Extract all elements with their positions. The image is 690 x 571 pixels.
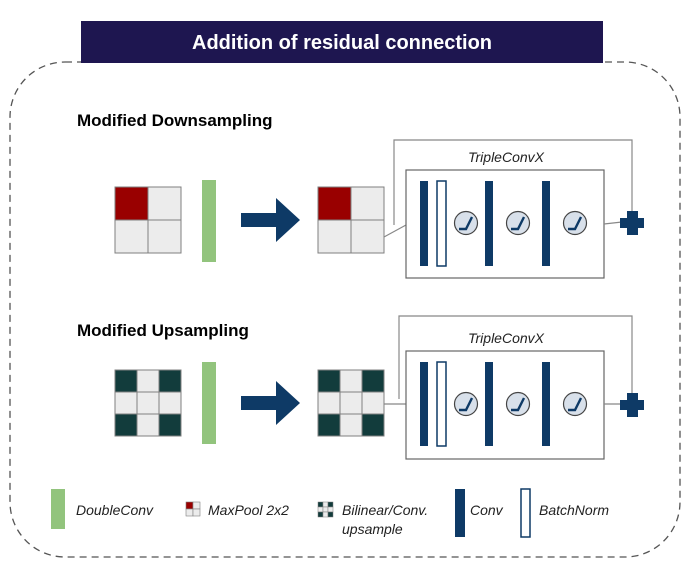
activation-icon [505, 391, 531, 417]
header-bg [81, 21, 603, 63]
down-input-maxpool-grid [114, 186, 182, 254]
down-residual-connection [393, 139, 633, 225]
up-output-upsample-grid [317, 369, 385, 437]
arrow-right-icon [241, 198, 300, 242]
legend-upsample-swatch [317, 501, 334, 518]
activation-icon [562, 210, 588, 236]
up-residual-connection [398, 315, 633, 399]
legend-conv-label: Conv [470, 502, 504, 518]
activation-icon [453, 210, 479, 236]
legend-doubleconv-label: DoubleConv [76, 502, 154, 518]
up-block-label: TripleConvX [468, 330, 545, 346]
plus-icon [620, 211, 644, 235]
down-doubleconv-bar [202, 180, 216, 262]
legend-upsample-label-line2: upsample [342, 521, 403, 537]
batchnorm-bar [436, 361, 447, 447]
legend-maxpool-swatch [185, 501, 201, 517]
activation-icon [505, 210, 531, 236]
legend-conv-swatch [455, 489, 465, 537]
down-output-maxpool-grid [317, 186, 385, 254]
batchnorm-bar [436, 180, 447, 267]
section-title-up: Modified Upsampling [77, 321, 249, 340]
legend: DoubleConv MaxPool 2x2 Bilinear/Conv. up… [51, 488, 609, 538]
section-title-down: Modified Downsampling [77, 111, 273, 130]
activation-icon [562, 391, 588, 417]
outer-dashed-frame [9, 61, 681, 558]
down-output-line [603, 221, 623, 225]
legend-maxpool-label: MaxPool 2x2 [208, 502, 289, 518]
conv-bar [420, 181, 428, 266]
up-doubleconv-bar [202, 362, 216, 444]
plus-icon [620, 393, 644, 417]
up-input-upsample-grid [114, 369, 182, 437]
conv-bar [542, 362, 550, 446]
conv-bar [485, 181, 493, 266]
down-tripleconv-block [405, 169, 605, 279]
down-input-line [383, 224, 407, 238]
conv-bar [485, 362, 493, 446]
header-title: Addition of residual connection [192, 32, 492, 54]
legend-upsample-label-line1: Bilinear/Conv. [342, 502, 428, 518]
conv-bar [542, 181, 550, 266]
arrow-right-icon [241, 381, 300, 425]
legend-doubleconv-swatch [51, 489, 65, 529]
activation-icon [453, 391, 479, 417]
up-tripleconv-block [405, 350, 605, 460]
legend-batchnorm-swatch [520, 488, 531, 538]
down-block-label: TripleConvX [468, 149, 545, 165]
legend-batchnorm-label: BatchNorm [539, 502, 609, 518]
conv-bar [420, 362, 428, 446]
header-banner: Addition of residual connection [81, 21, 603, 63]
